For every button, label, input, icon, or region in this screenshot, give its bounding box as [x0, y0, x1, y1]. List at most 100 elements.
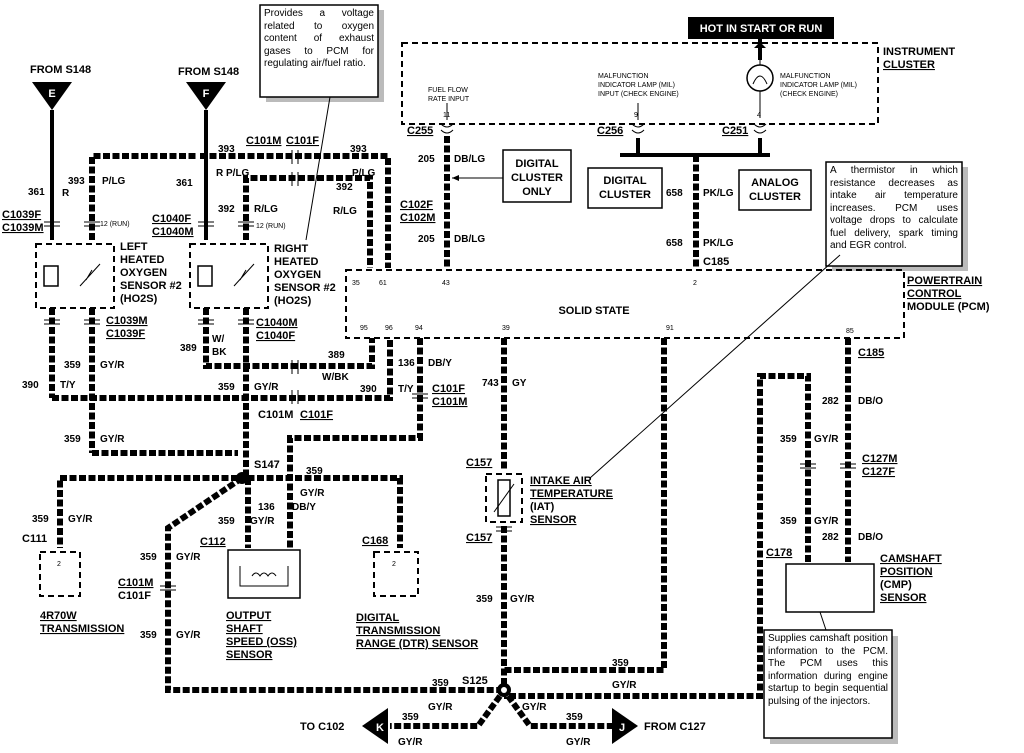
w390-right: 390: [360, 384, 377, 395]
pin-61: 61: [379, 280, 387, 287]
pin-94: 94: [415, 325, 423, 332]
letter-j: J: [619, 722, 625, 734]
w359-iat: 359: [476, 594, 493, 605]
w359-k: 359: [402, 712, 419, 723]
plg-mid: P/LG: [226, 168, 250, 179]
digital-cluster-only-box: [502, 149, 572, 203]
gyr-trans: GY/R: [68, 514, 93, 525]
dtr-3: RANGE (DTR) SENSOR: [356, 638, 478, 650]
dbly-s147: DB/Y: [292, 502, 316, 513]
pin-2-c111: 2: [57, 561, 61, 568]
c1040m-bot: C1040M: [256, 317, 298, 329]
plg-left: P/LG: [102, 176, 126, 187]
cmp-1: CAMSHAFT: [880, 553, 942, 565]
pcm-label-1: POWERTRAIN: [907, 275, 982, 287]
c111-label: C111: [22, 533, 47, 545]
gyr-cmp2: GY/R: [814, 516, 839, 527]
gyr-k2: GY/R: [398, 737, 423, 748]
c157-bot: C157: [466, 532, 492, 544]
right-ho2s-5: (HO2S): [274, 295, 312, 307]
oss-sensor-box: [227, 549, 301, 599]
gyr-mid: GY/R: [254, 382, 279, 393]
w359-s125: 359: [432, 678, 449, 689]
thermistor-note: A thermistor in which resistance decreas…: [830, 165, 958, 251]
run-right: 12 (RUN): [256, 223, 286, 230]
c255-label: C255: [407, 125, 433, 137]
w658-b: 658: [666, 238, 683, 249]
w658-a: 658: [666, 188, 683, 199]
c1039m-bot: C1039M: [106, 315, 148, 327]
gyr-k1: GY/R: [428, 702, 453, 713]
pklg-b: PK/LG: [703, 238, 734, 249]
w361-right: 361: [176, 178, 193, 189]
oss-2: SHAFT: [226, 623, 263, 635]
oss-4: SENSOR: [226, 649, 273, 661]
r-right: R: [216, 168, 224, 179]
c101m-mid: C101M: [258, 409, 293, 421]
right-ho2s-2: HEATED: [274, 256, 318, 268]
analog-cluster-2: CLUSTER: [749, 191, 801, 203]
left-ho2s-box: [35, 243, 115, 309]
cmp-2: POSITION: [880, 566, 933, 578]
wbk-right: W/BK: [322, 372, 349, 383]
right-ho2s-1: RIGHT: [274, 243, 309, 255]
mil-input-2: INDICATOR LAMP (MIL): [598, 82, 675, 89]
trans-2: TRANSMISSION: [40, 623, 124, 635]
cmp-3: (CMP): [880, 579, 912, 591]
pin-91: 91: [666, 325, 674, 332]
cmp-sensor-box: [785, 563, 875, 613]
w359-91: 359: [612, 658, 629, 669]
pin-2: 2: [693, 280, 697, 287]
pcm-outline: [345, 269, 905, 339]
c1039f-bot: C1039F: [106, 328, 145, 340]
rlg-left: R/LG: [254, 204, 278, 215]
right-ho2s-3: OXYGEN: [274, 269, 321, 281]
w282-bot: 282: [822, 532, 839, 543]
from-s148-f: FROM S148: [178, 66, 239, 78]
w282-top: 282: [822, 396, 839, 407]
to-c102: TO C102: [300, 721, 344, 733]
w359-trans: 359: [32, 514, 49, 525]
dtr-2: TRANSMISSION: [356, 625, 440, 637]
mil-lamp-3: (CHECK ENGINE): [780, 91, 838, 98]
w359-cmp1: 359: [780, 434, 797, 445]
w393-left: 393: [68, 176, 85, 187]
w205-b: 205: [418, 234, 435, 245]
transmission-box: [39, 551, 81, 597]
w359-s147: 359: [306, 466, 323, 477]
connector-k-icon: [362, 708, 388, 744]
dbo-bot: DB/O: [858, 532, 883, 543]
dblg-a: DB/LG: [454, 154, 485, 165]
digital-cluster-box: [587, 167, 663, 209]
digital-cluster-2: CLUSTER: [599, 189, 651, 201]
c185-right: C185: [858, 347, 884, 359]
pin-39: 39: [502, 325, 510, 332]
r-left: R: [62, 188, 70, 199]
w359-j: 359: [566, 712, 583, 723]
mil-input-3: INPUT (CHECK ENGINE): [598, 91, 679, 98]
pin-96: 96: [385, 325, 393, 332]
pin-35: 35: [352, 280, 360, 287]
oss-1: OUTPUT: [226, 610, 272, 622]
s125-label: S125: [462, 675, 488, 687]
ty-left: T/Y: [60, 380, 76, 391]
gyr-l2: GY/R: [100, 434, 125, 445]
w205-a: 205: [418, 154, 435, 165]
letter-f: F: [203, 88, 210, 100]
c251-label: C251: [722, 125, 748, 137]
from-c127: FROM C127: [644, 721, 706, 733]
w136-top: 136: [398, 358, 415, 369]
instrument-cluster-outline: [401, 42, 879, 125]
pin-mil-lamp: 4: [757, 112, 761, 119]
gyr-diag: GY/R: [176, 552, 201, 563]
c1039m-top: C1039M: [2, 222, 44, 234]
oss-3: SPEED (OSS): [226, 636, 297, 648]
run-left: 12 (RUN): [100, 221, 130, 228]
pin-mil-in: 9: [634, 112, 638, 119]
trans-1: 4R70W: [40, 610, 77, 622]
connector-j-icon: [612, 708, 638, 744]
digital-only-2: CLUSTER: [511, 172, 563, 184]
plg-right: P/LG: [352, 168, 376, 179]
w392-left: 392: [218, 204, 235, 215]
